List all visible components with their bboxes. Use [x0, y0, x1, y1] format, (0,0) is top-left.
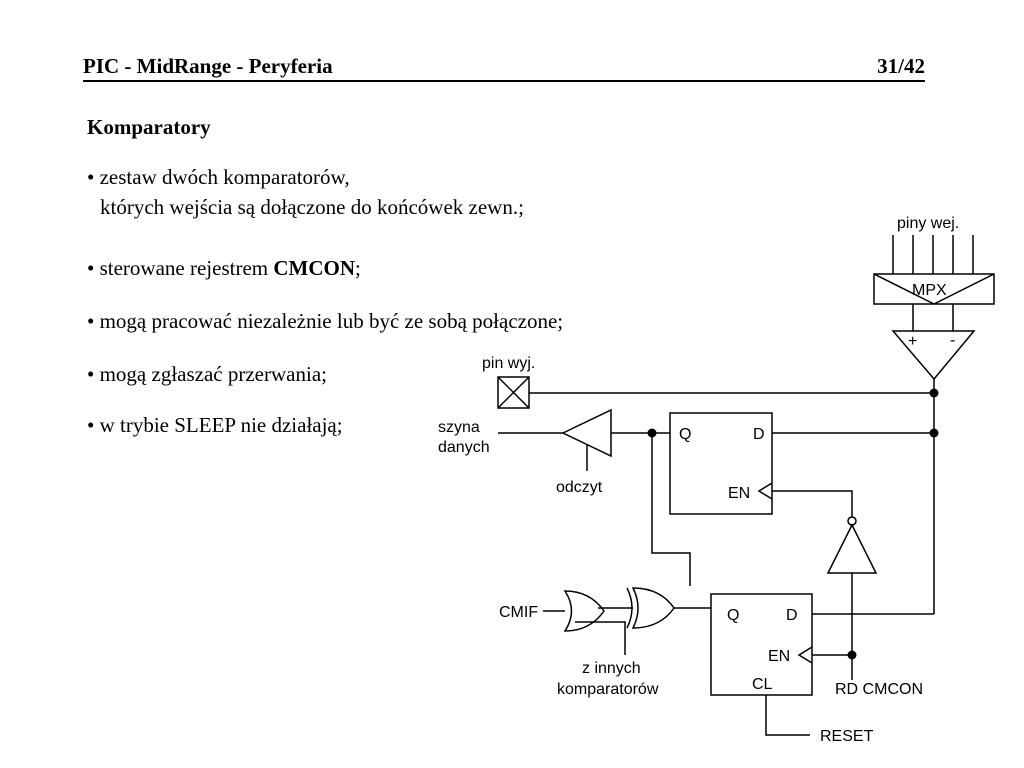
slide-title: PIC - MidRange - Peryferia — [83, 54, 333, 78]
bullet-item: • mogą pracować niezależnie lub być ze s… — [87, 306, 563, 336]
bullet-text: • w trybie SLEEP nie działają; — [87, 413, 343, 437]
reset-wire — [765, 695, 810, 736]
read-label: odczyt — [556, 479, 603, 496]
bullet-item: • w trybie SLEEP nie działają; — [87, 410, 343, 440]
xor-feedback-wire — [651, 433, 691, 586]
latch2-en-label: EN — [768, 648, 790, 665]
input-pins-label: piny wej. — [897, 215, 959, 232]
latch2-cl-label: CL — [752, 676, 773, 693]
junction-dot — [929, 428, 939, 438]
data-bus-label-1: szyna — [438, 419, 480, 436]
comparator-symbol — [891, 330, 976, 381]
latch1-d-label: D — [753, 426, 765, 443]
comparator-plus-label: + — [908, 333, 917, 350]
inverter-symbol — [826, 523, 878, 574]
junction-dot — [847, 650, 857, 660]
mpx-label: MPX — [912, 282, 947, 299]
junction-dot — [929, 388, 939, 398]
other-comparators-wire — [575, 621, 626, 655]
latch2-q-label: Q — [727, 607, 739, 624]
or-gate — [563, 590, 605, 632]
bullet-continuation: których wejścia są dołączone do końcówek… — [100, 195, 524, 219]
latch2-d-label: D — [786, 607, 798, 624]
bullet-text: • mogą zgłaszać przerwania; — [87, 362, 327, 386]
reset-label: RESET — [820, 728, 874, 745]
output-pin-box — [497, 376, 530, 409]
bullet-text: • sterowane rejestrem — [87, 256, 274, 280]
section-title: Komparatory — [87, 115, 211, 139]
pin-out-label: pin wyj. — [482, 355, 535, 372]
latch-2 — [710, 593, 813, 696]
xor-gate — [631, 587, 675, 629]
bullet-item: • sterowane rejestrem CMCON; — [87, 253, 361, 283]
slide-header: PIC - MidRange - Peryferia 31/42 — [83, 52, 925, 82]
latch1-en-label: EN — [728, 485, 750, 502]
comparator-minus-label: - — [950, 332, 955, 349]
register-name: CMCON — [273, 256, 356, 280]
bullet-item: • mogą zgłaszać przerwania; — [87, 359, 327, 389]
latch-1 — [669, 412, 773, 515]
data-bus-label-2: danych — [438, 439, 490, 456]
latch1-q-label: Q — [679, 426, 691, 443]
other-comparators-label-1: z innych — [582, 660, 641, 677]
bullet-text: • zestaw dwóch komparatorów, — [87, 165, 350, 189]
page-number: 31/42 — [877, 54, 925, 78]
rd-cmcon-label: RD CMCON — [835, 681, 923, 698]
other-comparators-label-2: komparatorów — [557, 681, 659, 698]
cmif-label: CMIF — [499, 604, 538, 621]
bullet-text-end: ; — [355, 256, 361, 280]
bullet-item: • zestaw dwóch komparatorów, których wej… — [87, 162, 524, 222]
junction-dot — [647, 428, 657, 438]
bullet-text: • mogą pracować niezależnie lub być ze s… — [87, 309, 564, 333]
